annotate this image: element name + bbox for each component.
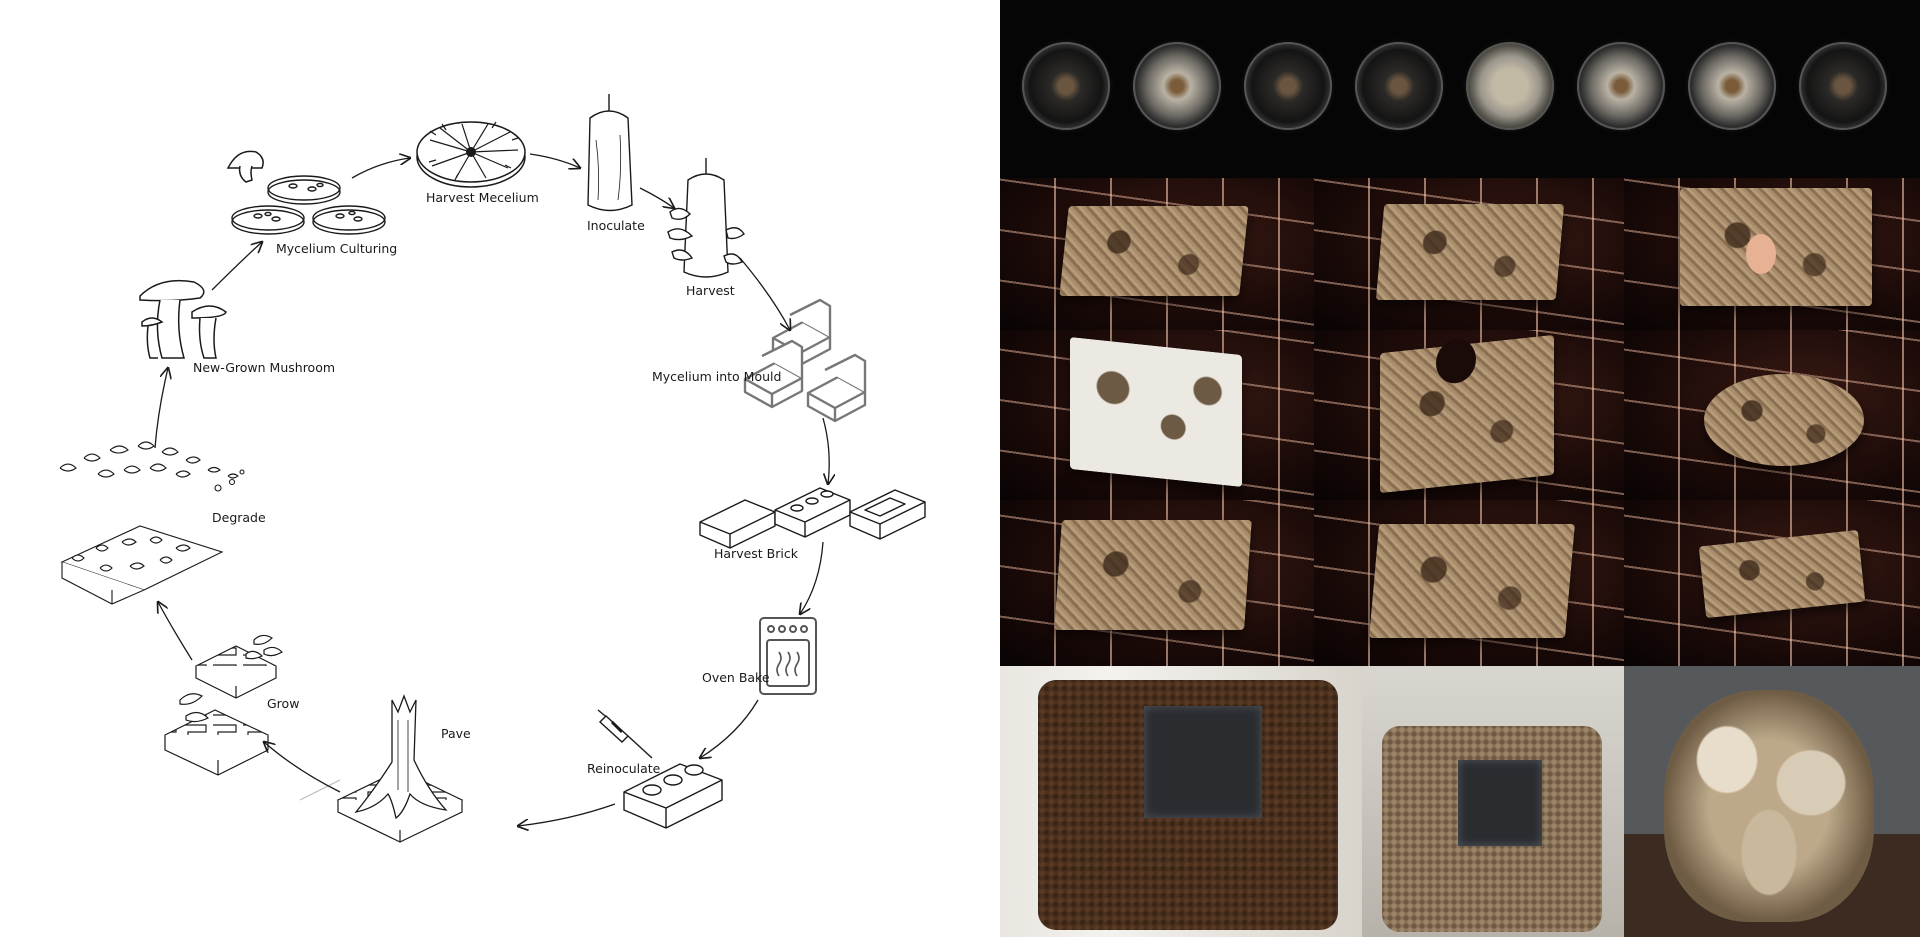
mycelium-block — [1380, 334, 1554, 494]
petri-dishes-illustration — [231, 175, 386, 235]
fruiting-bag-illustration — [667, 158, 745, 278]
label-inoculate: Inoculate — [587, 218, 645, 233]
oven-sample-photo — [1624, 178, 1920, 330]
label-reinoculate: Reinoculate — [587, 761, 661, 776]
grow-bag-photo — [1000, 666, 1362, 937]
degrade-illustration — [59, 441, 245, 605]
grow-bag-photo — [1624, 666, 1920, 937]
oven-sample-photo — [1000, 330, 1314, 500]
photo-panel — [1000, 0, 1920, 937]
cycle-arrows — [154, 154, 829, 826]
petri-dish-photo — [1466, 42, 1554, 130]
tree-icon — [354, 694, 448, 820]
button-mushroom-icon — [226, 150, 264, 183]
lifecycle-svg: Mycelium Culturing Harvest Mecelium Inoc… — [59, 94, 926, 843]
mushroom-cluster — [1664, 690, 1874, 922]
label-harvest-brick: Harvest Brick — [714, 546, 799, 561]
syringe-icon — [597, 709, 653, 759]
petri-dish-photo — [1577, 42, 1665, 130]
label-degrade: Degrade — [212, 510, 266, 525]
label-oven-bake: Oven Bake — [702, 670, 770, 685]
label-grow: Grow — [267, 696, 299, 711]
petri-dish-photo — [1022, 42, 1110, 130]
petri-dish-photo — [1355, 42, 1443, 130]
mycelium-block — [1059, 206, 1249, 296]
oven-illustration — [759, 617, 817, 695]
oven-sample-photo — [1314, 500, 1624, 666]
mycelium-dish-illustration — [416, 121, 526, 188]
grow-bag-illustration — [587, 94, 633, 212]
label-mycelium-into-mould: Mycelium into Mould — [652, 369, 781, 384]
lifecycle-diagram: Mycelium Culturing Harvest Mecelium Inoc… — [59, 94, 926, 843]
block-hole — [1746, 234, 1776, 274]
bricks-illustration — [699, 487, 926, 549]
oven-sample-photo — [1624, 500, 1920, 666]
oven-sample-photo — [1000, 178, 1314, 330]
mushroom-icon — [139, 279, 227, 359]
petri-dish-photo — [1133, 42, 1221, 130]
mycelium-block — [1375, 204, 1565, 300]
oven-sample-photo — [1314, 330, 1624, 500]
mould-boxes-illustration — [743, 298, 867, 423]
oven-sample-photo — [1624, 330, 1920, 500]
block-cutout — [1436, 337, 1476, 386]
oven-sample-photo — [1000, 500, 1314, 666]
mycelium-block — [1680, 188, 1872, 306]
label-new-grown-mushroom: New-Grown Mushroom — [193, 360, 335, 375]
mycelium-block — [1070, 336, 1242, 488]
reinoculate-brick-illustration — [623, 763, 723, 829]
label-harvest: Harvest — [686, 283, 735, 298]
oven-sample-photo — [1314, 178, 1624, 330]
small-mushroom-cluster-icon — [179, 634, 283, 723]
grow-bricks-illustration — [164, 645, 277, 776]
mycelium-disc — [1704, 374, 1864, 466]
petri-dish-photo — [1688, 42, 1776, 130]
petri-dish-photo — [1244, 42, 1332, 130]
label-pave: Pave — [441, 726, 471, 741]
label-mycelium-culturing: Mycelium Culturing — [276, 241, 397, 256]
label-harvest-mecelium: Harvest Mecelium — [426, 190, 539, 205]
petri-dish-photo — [1799, 42, 1887, 130]
mycelium-fragment — [1698, 529, 1866, 619]
mycelium-block — [1054, 520, 1252, 630]
bag-tape — [1458, 760, 1542, 846]
mycelium-block — [1369, 524, 1575, 638]
bag-tape — [1144, 706, 1262, 818]
grow-bag-photo — [1362, 666, 1624, 937]
